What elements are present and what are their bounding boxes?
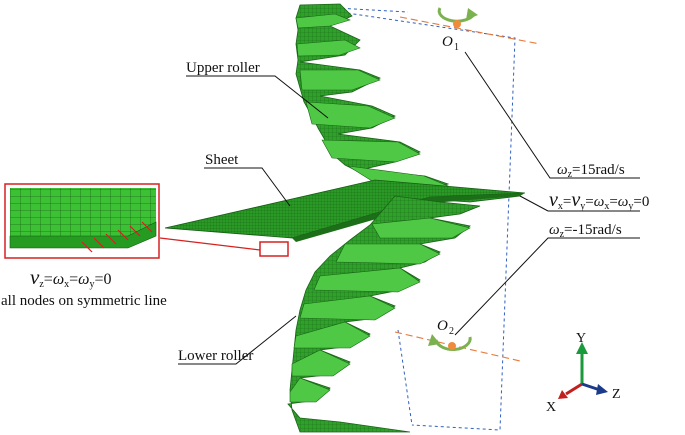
lower-omega-condition: ωz=-15rad/s xyxy=(549,222,622,240)
z-axis-arrow xyxy=(581,382,601,392)
o1-subscript: 1 xyxy=(454,42,459,53)
symmetric-line-markers xyxy=(81,221,153,253)
symmetric-condition: vz=ωx=ωy=0 all nodes on symmetric line xyxy=(1,265,167,309)
rotation-axis-lines xyxy=(394,16,541,362)
z-axis-label: Z xyxy=(612,387,621,402)
zoom-callout xyxy=(4,183,289,259)
svg-text:vz=ωx=ωy=0: vz=ωx=ωy=0 xyxy=(30,265,111,290)
o2-dot xyxy=(448,342,456,350)
center-o2: O 2 xyxy=(428,318,472,352)
o1-label: O xyxy=(442,34,453,50)
sheet-velocity-condition: vx=vy=ωx=ωy=0 xyxy=(549,189,649,212)
lower-roller-label: Lower roller xyxy=(178,348,253,364)
svg-text:vx=vy=ωx=ωy=0: vx=vy=ωx=ωy=0 xyxy=(549,189,649,212)
leader-lines xyxy=(178,51,640,365)
axis-triad-icon: Y X Z xyxy=(546,331,621,415)
svg-text:ωz=15rad/s: ωz=15rad/s xyxy=(557,162,625,180)
x-axis-arrow xyxy=(565,382,583,396)
zoom-mesh-top xyxy=(10,188,156,236)
o1-dot xyxy=(453,20,461,28)
sheet-label: Sheet xyxy=(205,152,239,168)
x-axis-label: X xyxy=(546,400,556,415)
svg-text:ωz=-15rad/s: ωz=-15rad/s xyxy=(549,222,622,240)
upper-roller-label: Upper roller xyxy=(186,60,260,76)
upper-omega-condition: ωz=15rad/s xyxy=(557,162,625,180)
rotation-arrow-head xyxy=(428,334,440,346)
upper-roller xyxy=(295,3,521,203)
symmetric-note: all nodes on symmetric line xyxy=(1,293,167,309)
y-axis-label: Y xyxy=(576,331,586,346)
center-o1: O 1 xyxy=(437,7,478,53)
zoom-source-box xyxy=(259,241,289,257)
sheet xyxy=(164,179,526,242)
o2-label: O xyxy=(437,318,448,334)
lower-roller xyxy=(287,195,481,433)
rotation-arrow-head xyxy=(466,8,478,20)
o2-subscript: 2 xyxy=(449,326,454,337)
